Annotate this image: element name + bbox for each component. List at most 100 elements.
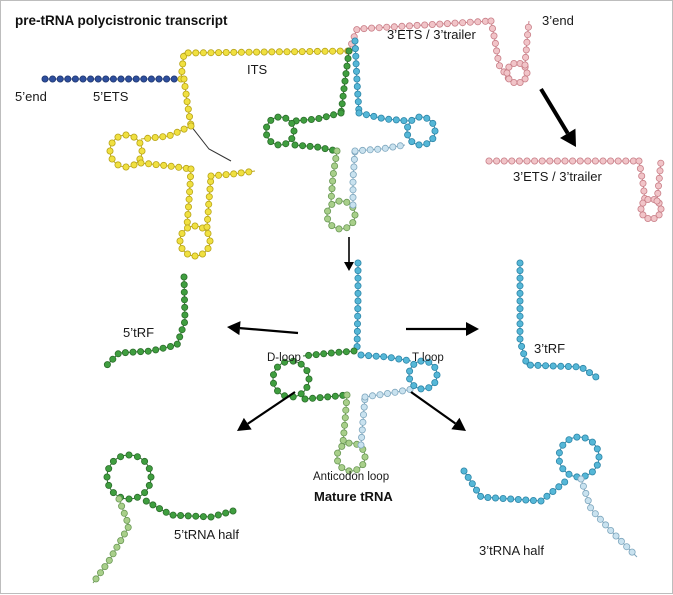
arrow-to-mature-head — [344, 262, 354, 271]
yellow-anticodon-return-nucleotide — [205, 193, 213, 201]
yellow-d-arm-return-nucleotide — [167, 162, 175, 170]
blue-t-arm-nucleotide — [355, 109, 363, 117]
mature-acceptor-stem-nucleotide — [354, 297, 362, 305]
blue-t-arm-nucleotide — [377, 114, 385, 122]
green-d-arm-nucleotide — [300, 116, 308, 124]
released-ets-strand-nucleotide — [561, 157, 569, 165]
mature-d-loop-nucleotide — [269, 371, 277, 379]
five-half-tail-nucleotide — [113, 543, 121, 551]
three-half-tail-nucleotide — [628, 548, 636, 556]
three-half-loop-nucleotide — [581, 434, 589, 442]
three-trf-strand-nucleotide — [516, 320, 524, 328]
five-half-tail-nucleotide — [120, 509, 128, 517]
five-ets-strand-nucleotide — [71, 75, 79, 83]
its-strand-nucleotide — [329, 47, 337, 55]
green-anticodon-stem-nucleotide — [332, 154, 340, 162]
released-ets-loop-nucleotide — [657, 205, 665, 213]
mature-anticodon-stem-nucleotide — [342, 399, 350, 407]
three-trf-strand-nucleotide — [592, 373, 600, 381]
mature-d-loop-nucleotide — [303, 383, 311, 391]
green-d-arm-return-nucleotide — [291, 141, 299, 149]
three-ets-strand-nucleotide — [443, 20, 451, 28]
released-ets-loop-nucleotide — [644, 214, 652, 222]
yellow-anticodon-stem-nucleotide — [185, 195, 193, 203]
green-anticodon-stem-nucleotide — [327, 192, 335, 200]
five-half-tail-nucleotide — [120, 530, 128, 538]
blue-acceptor-nucleotide — [352, 52, 360, 60]
five-trf-strand-nucleotide — [176, 333, 184, 341]
mature-anticodon-return-nucleotide — [359, 418, 367, 426]
three-trf-strand-nucleotide — [516, 289, 524, 297]
five-half-loop-nucleotide — [147, 473, 155, 481]
released-ets-strand-nucleotide — [607, 157, 615, 165]
arrow-to-three-trf-head — [466, 322, 479, 336]
three-trf-strand-backbone — [519, 263, 600, 380]
blue-t-arm-lower-nucleotide — [389, 143, 397, 151]
three-ets-strand-nucleotide — [390, 23, 398, 31]
released-ets-hairpin-return-nucleotide — [657, 159, 665, 167]
its-strand-nucleotide — [260, 48, 268, 56]
five-trna-half-label: 5’tRNA half — [174, 527, 239, 542]
five-half-loop-nucleotide — [133, 493, 141, 501]
five-trf-strand-nucleotide — [129, 348, 137, 356]
three-ets-hairpin-nucleotide — [488, 24, 496, 32]
three-half-strand-nucleotide — [507, 495, 515, 503]
green-anticodon-stem-nucleotide — [328, 185, 336, 193]
five-ets-strand-nucleotide — [41, 75, 49, 83]
five-half-loop-nucleotide — [125, 495, 133, 503]
five-ets-strand-nucleotide — [109, 75, 117, 83]
its-strand-nucleotide — [207, 49, 215, 57]
mature-t-loop-nucleotide — [425, 384, 433, 392]
yellow-connector — [190, 125, 232, 162]
three-trf-strand-nucleotide — [516, 274, 524, 282]
three-trf-strand-nucleotide — [516, 267, 524, 275]
five-half-loop-nucleotide — [133, 453, 141, 461]
green-anticodon-loop-nucleotide — [335, 197, 343, 205]
three-trf-strand-nucleotide — [516, 297, 524, 305]
three-trf-strand-nucleotide — [516, 335, 524, 343]
blue-acceptor-nucleotide — [352, 60, 360, 68]
blue-t-loop-nucleotide — [423, 114, 431, 122]
its-strand-nucleotide — [179, 60, 187, 68]
blue-anticodon-return-nucleotide — [349, 171, 357, 179]
mature-d-arm-return-nucleotide — [309, 394, 317, 402]
green-acceptor-nucleotide — [342, 70, 350, 78]
three-ets-strand-nucleotide — [428, 20, 436, 28]
green-acceptor-nucleotide — [339, 92, 347, 100]
its-strand-nucleotide — [180, 52, 188, 60]
three-ets-loop-nucleotide — [510, 60, 518, 68]
mature-anticodon-loop-nucleotide — [353, 466, 361, 474]
yellow-d-arm-nucleotide — [151, 133, 159, 141]
blue-t-loop-nucleotide — [408, 116, 416, 124]
blue-acceptor-nucleotide — [352, 67, 360, 75]
blue-t-arm-nucleotide — [392, 116, 400, 124]
blue-anticodon-return-nucleotide — [349, 178, 357, 186]
yellow-anticodon-loop-nucleotide — [176, 237, 184, 245]
three-half-strand-nucleotide — [491, 494, 499, 502]
yellow-d-loop-nucleotide — [136, 139, 144, 147]
yellow-d-arm-nucleotide — [159, 133, 167, 141]
its-strand-nucleotide — [298, 48, 306, 56]
mature-d-loop-nucleotide — [269, 379, 277, 387]
five-ets-strand-nucleotide — [170, 75, 178, 83]
released-ets-loop-nucleotide — [639, 199, 647, 207]
yellow-acceptor-stem-nucleotide — [184, 105, 192, 113]
three-half-tail-nucleotide — [591, 510, 599, 518]
three-trf-strand-nucleotide — [557, 362, 565, 370]
mature-anticodon-loop-nucleotide — [345, 439, 353, 447]
three-ets-strand-nucleotide — [383, 23, 391, 31]
mature-acceptor-stem-nucleotide — [354, 282, 362, 290]
three-trf-strand-nucleotide — [579, 364, 587, 372]
three-ets-strand-nucleotide — [474, 18, 482, 26]
yellow-d-arm-return-nucleotide — [145, 160, 153, 168]
yellow-d-loop-nucleotide — [130, 133, 138, 141]
green-d-loop-nucleotide — [263, 131, 271, 139]
yellow-anticodon-stem-nucleotide — [184, 203, 192, 211]
yellow-d-arm-return-nucleotide — [152, 161, 160, 169]
yellow-anticodon-loop-nucleotide — [183, 224, 191, 232]
released-three-ets-label: 3’ETS / 3’trailer — [513, 169, 603, 184]
mature-d-loop-nucleotide — [297, 390, 305, 398]
blue-acceptor-nucleotide — [354, 90, 362, 98]
five-end-label: 5’end — [15, 89, 47, 104]
five-half-strand-nucleotide — [199, 513, 207, 521]
